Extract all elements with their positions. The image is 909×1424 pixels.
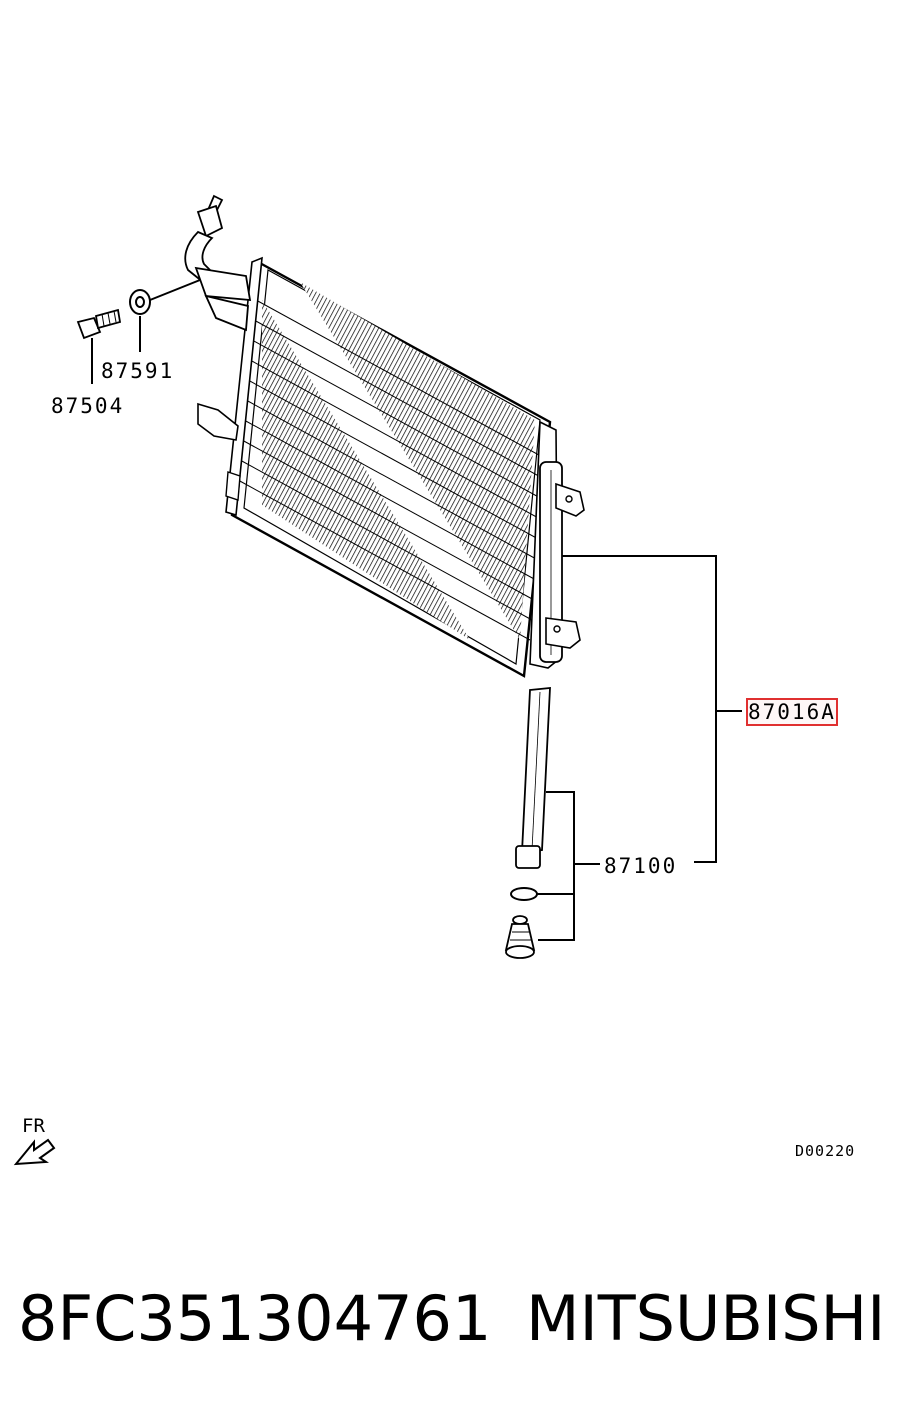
fin-pattern-right [300,282,535,640]
washer-87591 [129,289,151,315]
condenser-core [197,256,585,678]
desiccant-cartridge [515,687,551,869]
drain-plug [504,915,536,959]
direction-label: FR [22,1115,45,1137]
fin-pattern-left [262,300,470,640]
footer-part-number: 8FC351304761 [18,1282,492,1355]
leader-lines [91,279,742,941]
callout-receiver: 87100 [604,854,678,878]
fr-arrow-icon [13,1138,56,1166]
footer-brand: MITSUBISHI [526,1282,886,1355]
callout-bolt: 87504 [51,394,125,418]
callout-condenser[interactable]: 87016A [746,698,838,726]
bolt-87504 [76,308,122,340]
o-ring [510,887,538,901]
inlet-pipe-fitting [184,194,252,332]
figure-code: D00220 [795,1142,856,1160]
callout-washer: 87591 [101,359,175,383]
